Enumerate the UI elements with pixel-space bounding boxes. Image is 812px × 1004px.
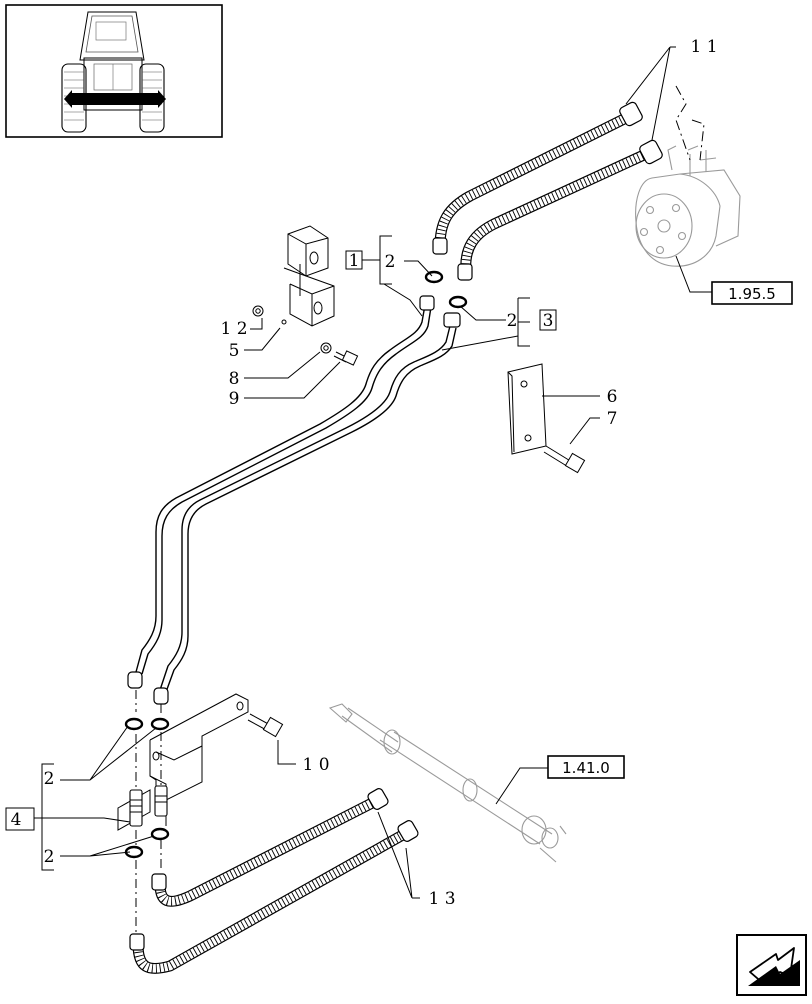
callout-9: 9 [229,389,240,409]
callout-2-left-b: 2 [44,847,55,867]
steering-cylinder-ghost [328,703,567,863]
group-ref-4[interactable]: 4 [5,807,35,831]
lower-hoses [129,788,419,974]
ref-label-1-41-0: 1.41.0 [562,759,610,777]
clamp-bracket [252,225,359,366]
group-ref-3[interactable]: 3 [539,309,557,331]
tractor-thumbnail-icon [5,4,223,138]
ref-box-1-41-0[interactable]: 1.41.0 [547,755,625,779]
callout-13: 1 3 [428,889,455,909]
support-plate [507,363,547,455]
bolt-10 [247,713,284,738]
callout-8: 8 [229,369,240,389]
callout-7: 7 [607,409,618,429]
group-ref-1-label: 1 [349,251,360,271]
ref-box-1-95-5[interactable]: 1.95.5 [711,281,793,305]
ref-label-1-95-5: 1.95.5 [728,285,776,303]
next-page-arrow-icon[interactable] [736,934,807,996]
callout-6: 6 [607,387,618,407]
callout-2-top: 2 [385,252,396,272]
callout-2-left-a: 2 [44,769,55,789]
callout-12: 1 2 [220,319,247,339]
bolt-7 [543,445,586,474]
callout-10: 1 0 [302,755,329,775]
callout-2-right: 2 [507,311,518,331]
group-ref-4-label: 4 [11,810,22,830]
callout-11: 1 1 [690,37,717,57]
upper-hoses [424,85,705,309]
steering-unit-ghost [635,145,741,267]
rigid-pipes [127,295,461,705]
lower-bracket [117,690,249,932]
leader-lines [34,46,712,899]
group-ref-1[interactable]: 1 [345,250,363,271]
group-ref-3-label: 3 [543,311,554,331]
callout-5: 5 [229,341,240,361]
